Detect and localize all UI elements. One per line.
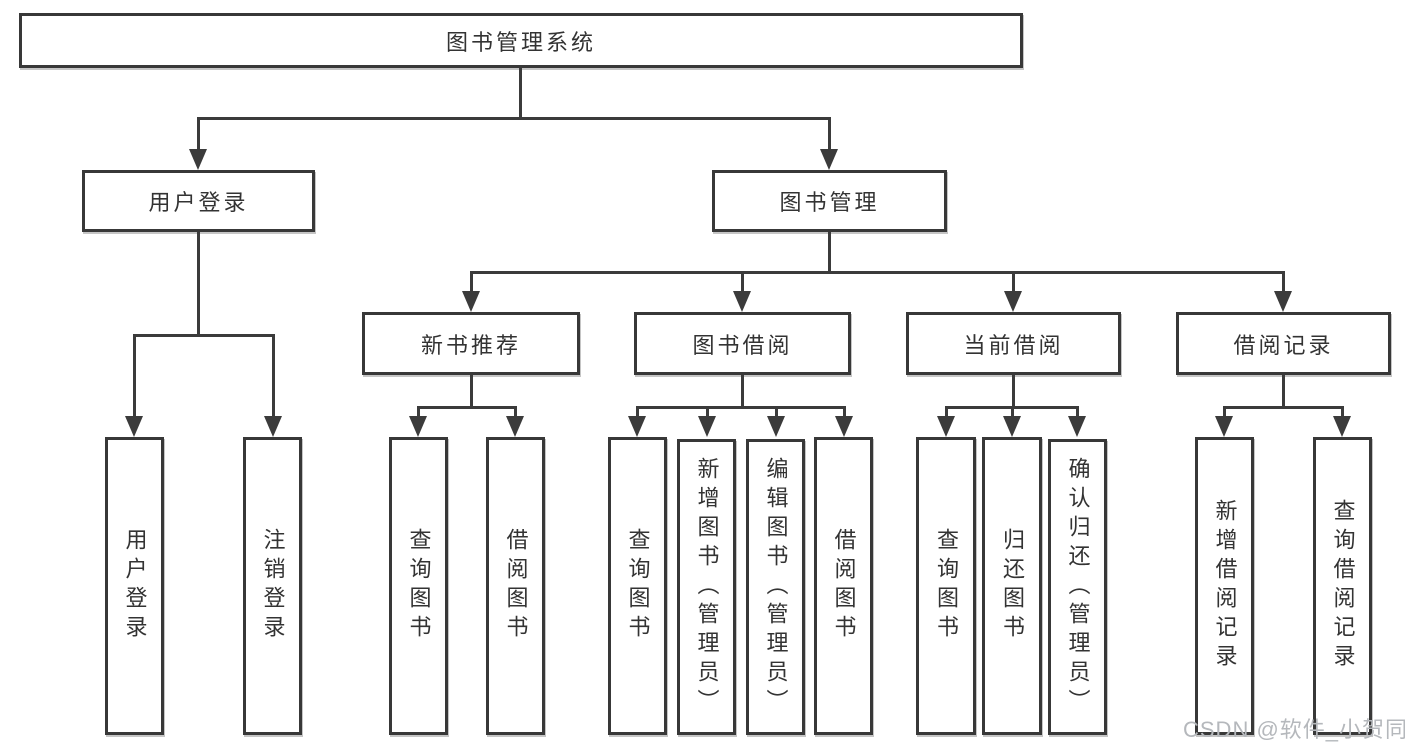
arrow-down-icon: [189, 149, 207, 170]
node-library-management-system: 图书管理系统: [19, 13, 1023, 68]
connector-line: [470, 271, 1285, 274]
connector-line: [945, 406, 948, 418]
arrow-down-icon: [1003, 416, 1021, 437]
node-borrow-record: 借阅记录: [1176, 312, 1391, 375]
connector-line: [843, 406, 846, 418]
connector-line: [775, 406, 778, 418]
connector-line: [197, 117, 200, 152]
node-user-login: 用户登录: [82, 170, 315, 232]
leaf-user-login: 用户登录: [105, 437, 164, 735]
connector-line: [272, 334, 275, 418]
connector-line: [514, 406, 517, 418]
connector-line: [1282, 271, 1285, 293]
arrow-down-icon: [125, 416, 143, 437]
connector-line: [1223, 406, 1226, 418]
connector-line: [741, 375, 744, 408]
node-book-borrow: 图书借阅: [634, 312, 851, 375]
connector-line: [828, 117, 831, 152]
leaf-logout: 注销登录: [243, 437, 302, 735]
connector-line: [1223, 406, 1344, 409]
connector-line: [197, 117, 831, 120]
connector-line: [197, 232, 200, 335]
connector-line: [470, 271, 473, 293]
leaf-borrow-add-book-admin: 新增图书（管理员）: [677, 439, 736, 735]
leaf-borrow-query-book: 查询图书: [608, 437, 667, 735]
connector-line: [1341, 406, 1344, 418]
connector-line: [133, 334, 136, 418]
connector-line: [470, 375, 473, 408]
arrow-down-icon: [628, 416, 646, 437]
connector-line: [417, 406, 517, 409]
arrow-down-icon: [820, 149, 838, 170]
leaf-borrow-borrow-book: 借阅图书: [814, 437, 873, 735]
connector-line: [828, 232, 831, 273]
connector-line: [706, 406, 709, 418]
connector-line: [741, 271, 744, 293]
arrow-down-icon: [409, 416, 427, 437]
connector-line: [1282, 375, 1285, 408]
connector-line: [1076, 406, 1079, 418]
arrow-down-icon: [1215, 416, 1233, 437]
arrow-down-icon: [506, 416, 524, 437]
arrow-down-icon: [767, 416, 785, 437]
leaf-current-query-book: 查询图书: [916, 437, 976, 735]
arrow-down-icon: [264, 416, 282, 437]
arrow-down-icon: [937, 416, 955, 437]
connector-line: [1012, 271, 1015, 293]
arrow-down-icon: [1004, 291, 1022, 312]
leaf-newbook-query-book: 查询图书: [389, 437, 448, 735]
leaf-current-confirm-return-admin: 确认归还（管理员）: [1048, 439, 1107, 735]
arrow-down-icon: [698, 416, 716, 437]
connector-line: [417, 406, 420, 418]
leaf-record-query-borrow-record: 查询借阅记录: [1313, 437, 1372, 735]
connector-line: [133, 334, 275, 337]
leaf-newbook-borrow-book: 借阅图书: [486, 437, 545, 735]
arrow-down-icon: [1274, 291, 1292, 312]
arrow-down-icon: [835, 416, 853, 437]
connector-line: [636, 406, 846, 409]
connector-line: [1011, 406, 1014, 418]
arrow-down-icon: [733, 291, 751, 312]
connector-line: [519, 68, 522, 118]
leaf-current-return-book: 归还图书: [982, 437, 1042, 735]
arrow-down-icon: [1333, 416, 1351, 437]
node-new-book-recommend: 新书推荐: [362, 312, 580, 375]
node-current-borrow: 当前借阅: [906, 312, 1121, 375]
leaf-record-add-borrow-record: 新增借阅记录: [1195, 437, 1254, 735]
arrow-down-icon: [1068, 416, 1086, 437]
leaf-borrow-edit-book-admin: 编辑图书（管理员）: [746, 439, 805, 735]
connector-line: [636, 406, 639, 418]
arrow-down-icon: [462, 291, 480, 312]
node-book-management: 图书管理: [712, 170, 947, 232]
csdn-watermark: CSDN @软件_小贺同学: [1183, 717, 1405, 742]
connector-line: [1012, 375, 1015, 408]
